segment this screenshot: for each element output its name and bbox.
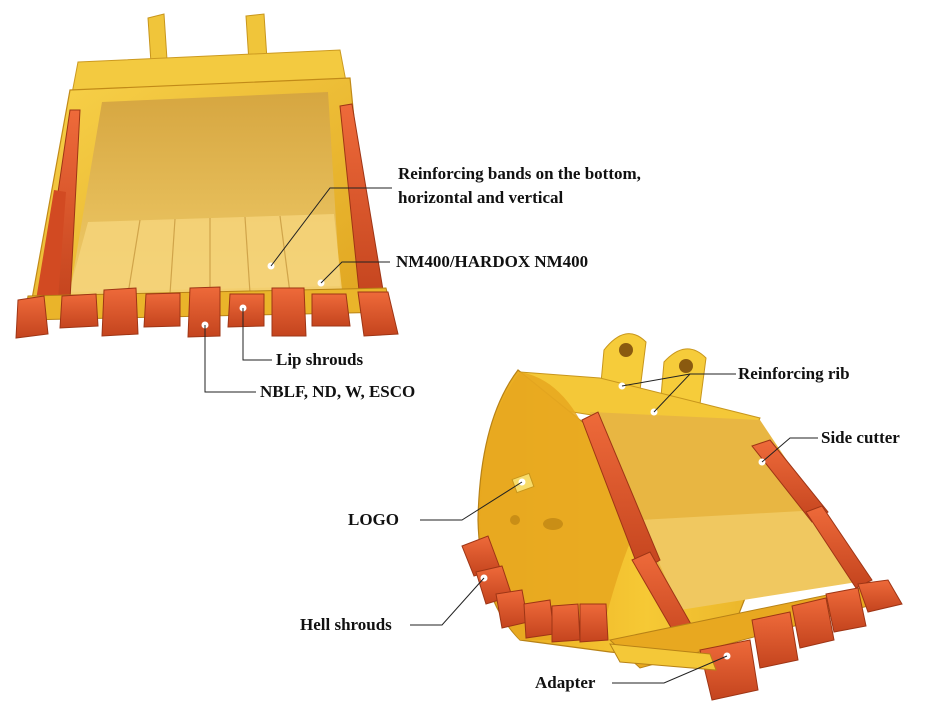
bucket1-tooth (357, 291, 399, 337)
bucket1-floor-bands (127, 215, 291, 295)
bucket2-heel-shroud (579, 603, 609, 643)
bucket2-side-cutter-right (751, 439, 829, 523)
bucket2-adapter-arm (609, 643, 717, 671)
bucket2-side-cutter-left (581, 411, 661, 573)
leader-adapter (612, 655, 728, 684)
bucket1-shroud (59, 293, 99, 329)
bucket2-side-hole (543, 518, 563, 530)
side-view-bucket (461, 333, 903, 701)
leader-teeth-systems (204, 325, 256, 393)
label-logo: LOGO (348, 510, 400, 529)
leader-lines (204, 187, 818, 684)
bucket1-side-cutter-left-2 (36, 190, 66, 300)
bucket2-heel-shroud (551, 603, 581, 643)
bucket2-adapter (699, 639, 759, 701)
bucket1-shroud (227, 293, 265, 328)
leader-reinforcing-bands (270, 187, 392, 267)
bucket2-floor (640, 510, 870, 610)
label-adapter: Adapter (535, 673, 596, 692)
bucket1-shroud (143, 292, 181, 328)
bucket2-pin-hole (619, 343, 633, 357)
bucket2-side-wall (480, 372, 640, 640)
front-view-bucket (15, 13, 399, 339)
bucket1-shroud (311, 293, 351, 327)
bucket2-pin-hole (679, 359, 693, 373)
label-side-cutter: Side cutter (821, 428, 900, 447)
bucket2-tooth (857, 579, 903, 613)
bucket1-tooth (271, 287, 307, 337)
bucket2-hinge-ear-left (599, 333, 647, 395)
bucket2-side-cutter-right-lower (805, 505, 873, 589)
bucket1-tooth (187, 286, 221, 338)
label-lip-shrouds: Lip shrouds (276, 350, 364, 369)
leader-reinforcing-rib-2 (653, 373, 691, 413)
leader-lip-shrouds (242, 308, 272, 361)
bucket1-tooth (101, 287, 139, 337)
label-wear-plate: NM400/HARDOX NM400 (396, 252, 589, 271)
label-teeth-systems: NBLF, ND, W, ESCO (260, 382, 416, 401)
bucket1-floor (68, 214, 342, 296)
bucket2-teeth (699, 579, 903, 701)
leader-side-cutter (761, 437, 818, 463)
bucket2-tooth (791, 597, 835, 649)
bucket2-heel-shroud (495, 589, 529, 629)
label-reinforcing-bands-line2: horizontal and vertical (398, 188, 564, 207)
label-hell-shrouds: Hell shrouds (300, 615, 392, 634)
label-reinforcing-rib: Reinforcing rib (738, 364, 850, 383)
leader-logo (420, 481, 523, 521)
bucket2-tooth (825, 587, 867, 633)
bucket1-teeth (15, 286, 399, 339)
leader-wear-plate (320, 261, 390, 284)
leader-hell-shrouds (410, 577, 485, 626)
bucket2-heel-shroud (523, 599, 555, 639)
bucket2-tooth (751, 611, 799, 669)
bucket1-tooth (15, 295, 49, 339)
bucket2-heel-shrouds (461, 535, 609, 643)
bucket2-side-hole (510, 515, 520, 525)
label-reinforcing-bands-line1: Reinforcing bands on the bottom, (398, 164, 641, 183)
